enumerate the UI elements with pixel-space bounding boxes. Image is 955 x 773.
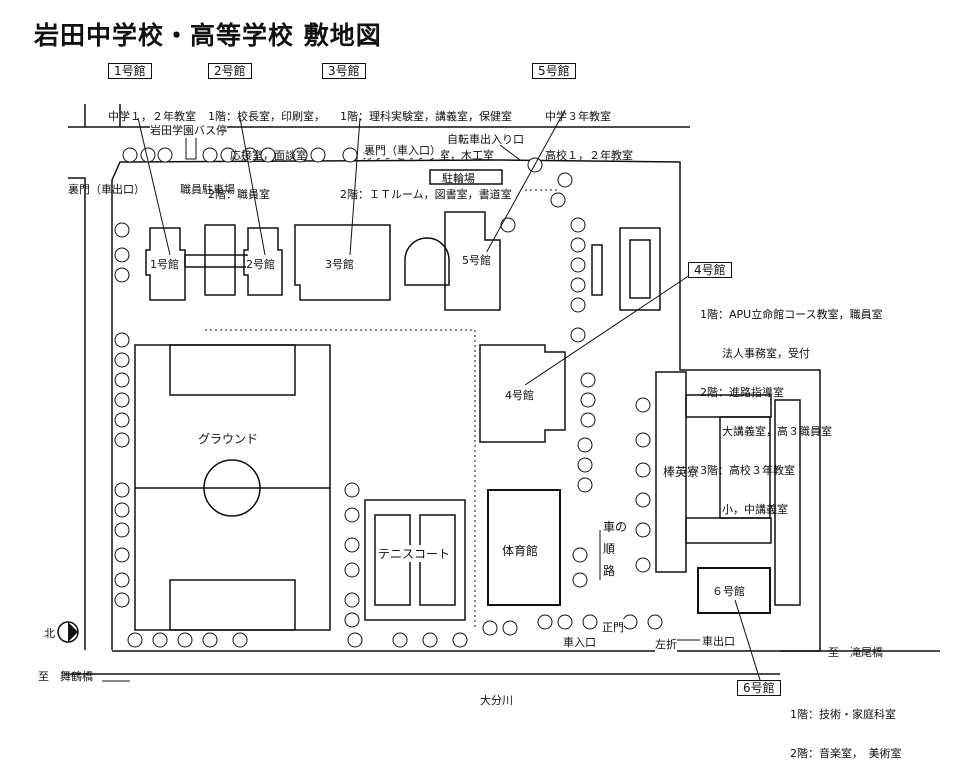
dorm-label: 棒英寮: [663, 465, 700, 479]
staff-parking-label: 職員駐車場: [180, 183, 235, 196]
to-takio-label: 至 滝尾橋: [828, 646, 883, 659]
building-3-info: 1階：理科実験室，講義室，保健室 カウンセリング室，木工室 2階：ＩＴルーム，図…: [340, 84, 512, 214]
ground-penalty-top: [169, 344, 296, 396]
back-gate-exit-label: 裏門（車出口）: [68, 183, 145, 196]
building-4-label: 4号館: [688, 262, 732, 278]
walkway: [205, 329, 476, 630]
bus-stop-icon: [185, 136, 197, 160]
pointer-4: [524, 274, 691, 386]
building-5-annex: [404, 237, 450, 286]
building-1-info: 中学１，２年教室: [108, 84, 196, 136]
building-3: [294, 224, 391, 301]
building-5-label: 5号館: [532, 63, 576, 79]
building-6-label: 6号館: [737, 680, 781, 696]
to-maizuru-label: 至 舞鶴橋: [38, 670, 93, 683]
gym-building: [487, 489, 561, 606]
campus-map: [57, 104, 940, 682]
north-label: 北: [44, 627, 55, 640]
building-2: [243, 227, 283, 296]
building-2-info-line: 2階：職員室: [208, 188, 270, 201]
road-stub: [84, 104, 121, 127]
building-5: [444, 211, 501, 311]
tennis-area: [364, 499, 466, 621]
building-6-info: 1階：技術・家庭科室 2階：音楽室， 美術室: [790, 682, 902, 773]
building-1: [145, 227, 186, 301]
pointer-bicycle: [499, 144, 521, 161]
car-route-label-1: 車の: [603, 520, 628, 534]
building-5-info-line: 中学３年教室: [545, 110, 611, 123]
bicycle-parking-area: [429, 169, 503, 185]
building-5-map-label: 5号館: [462, 252, 491, 268]
car-route-label-2: 順: [603, 542, 616, 556]
building-6: [697, 567, 771, 614]
building-4-map-label: 4号館: [505, 389, 534, 402]
pointer-3: [349, 117, 361, 256]
building-6-map-label: ６号館: [712, 585, 745, 598]
building-2-info-line: 応接室，面談室: [208, 149, 307, 162]
dorm-wing-5: [774, 399, 801, 606]
building-5-info: 中学３年教室 高校１，２年教室: [545, 84, 633, 175]
campus-boundary: [111, 159, 821, 652]
page-title: 岩田中学校・高等学校 敷地図: [34, 21, 382, 50]
east-small-building: [619, 227, 661, 311]
tennis-label: テニスコート: [378, 545, 451, 562]
ground-center-circle: [203, 459, 261, 517]
building-2-info-line: 1階：校長室，印刷室，: [208, 110, 325, 123]
building-4-info-line: 大講義室，高３職員室: [700, 425, 832, 438]
west-road: [68, 177, 86, 650]
building-1-map-label: 1号館: [150, 256, 179, 272]
back-gate-entry-label: 裏門（車入口）: [364, 142, 441, 158]
building-3-info-line: 1階：理科実験室，講義室，保健室: [340, 110, 512, 123]
east-shed: [591, 244, 603, 296]
dorm-wing-4: [719, 416, 771, 519]
building-4-info: 1階：APU立命館コース教室，職員室 法人事務室，受付 2階：進路指導室 大講義…: [700, 282, 883, 529]
building-3-label: 3号館: [322, 63, 366, 79]
bus-stop-label: 岩田学園バス停: [150, 122, 227, 138]
building-6-info-line: 1階：技術・家庭科室: [790, 708, 896, 721]
building-4-info-line: 2階：進路指導室: [700, 386, 784, 399]
building-5-info-line: 高校１，２年教室: [545, 149, 633, 162]
building-1-info-line: 中学１，２年教室: [108, 110, 196, 123]
left-turn-label: 左折: [655, 636, 677, 652]
building-4-info-line: 小，中講義室: [700, 503, 788, 516]
building-4-info-line: 法人事務室，受付: [700, 347, 810, 360]
main-gate-label: 正門: [602, 619, 624, 635]
car-exit-label: 車出口: [702, 633, 735, 649]
stairwell: [204, 224, 236, 296]
pointer-1: [137, 117, 171, 256]
building-1-label: 1号館: [108, 63, 152, 79]
pointer-6: [734, 599, 761, 681]
building-2-label: 2号館: [208, 63, 252, 79]
connector-corridor: [184, 254, 248, 268]
gym-label: 体育館: [502, 544, 539, 558]
ground-label: グラウンド: [198, 432, 259, 446]
river-label: 大分川: [480, 694, 513, 707]
compass-needle-icon: [68, 622, 78, 642]
bicycle-entry-label: 自転車出入り口: [447, 133, 524, 146]
pointer-2: [239, 117, 266, 256]
building-3-map-label: 3号館: [325, 258, 354, 271]
building-2-map-label: 2号館: [246, 256, 275, 272]
ground-penalty-bottom: [169, 579, 296, 631]
building-4: [479, 344, 566, 443]
dorm-wing-1: [655, 371, 687, 573]
building-4-info-line: 1階：APU立命館コース教室，職員室: [700, 308, 883, 321]
pointer-5: [484, 109, 566, 256]
building-2-info: 1階：校長室，印刷室， 応接室，面談室 2階：職員室: [208, 84, 325, 214]
car-entry-label: 車入口: [563, 634, 596, 650]
car-route-label-3: 路: [603, 564, 616, 578]
building-3-info-line: 2階：ＩＴルーム，図書室，書道室: [340, 188, 512, 201]
building-4-info-line: 3階：高校３年教室: [700, 464, 795, 477]
building-6-info-line: 2階：音楽室， 美術室: [790, 747, 902, 760]
bicycle-parking-label: 駐輪場: [442, 172, 475, 185]
